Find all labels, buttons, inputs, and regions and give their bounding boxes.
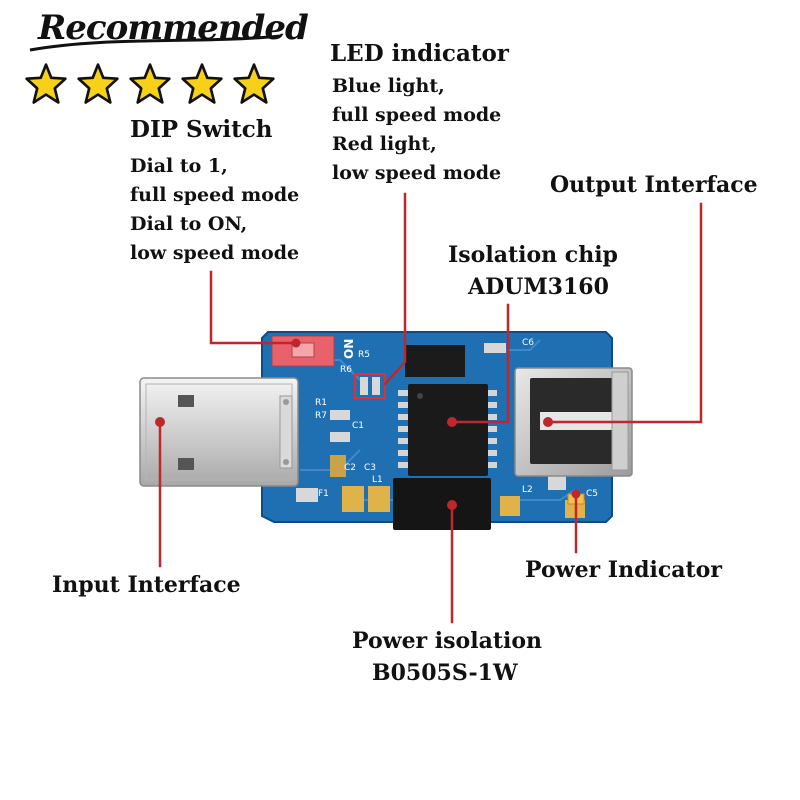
svg-text:L1: L1 xyxy=(372,475,383,485)
usb-a-plug xyxy=(139,377,299,487)
pointer-lines xyxy=(158,192,703,624)
output-interface-label: Output Interface xyxy=(550,172,758,198)
led-line: low speed mode xyxy=(332,162,502,184)
pointer-dip-switch xyxy=(209,270,298,345)
led-line: full speed mode xyxy=(332,104,502,126)
pointer-output-interface xyxy=(546,202,703,424)
svg-text:C5: C5 xyxy=(586,489,598,499)
power-isolation-part: B0505S-1W xyxy=(372,660,518,686)
svg-text:C1: C1 xyxy=(352,421,364,431)
dip-line: Dial to 1, xyxy=(130,155,228,177)
led-line: Blue light, xyxy=(332,75,445,97)
star-icon xyxy=(233,63,275,104)
pointer-led-indicator xyxy=(383,192,407,386)
led-indicator xyxy=(354,373,386,399)
power-isolation-module xyxy=(393,478,491,530)
svg-text:R6: R6 xyxy=(340,365,352,375)
svg-text:F1: F1 xyxy=(318,489,329,499)
isolation-chip-title: Isolation chip xyxy=(448,242,618,268)
star-icon xyxy=(129,63,171,104)
badge-underline xyxy=(29,34,281,52)
led-line: Red light, xyxy=(332,133,437,155)
led-indicator-title: LED indicator xyxy=(330,40,509,67)
star-icon xyxy=(77,63,119,104)
power-isolation-title: Power isolation xyxy=(352,628,543,654)
pointer-dots xyxy=(155,338,581,510)
dip-switch-description: Dial to 1, full speed mode Dial to ON, l… xyxy=(130,152,299,268)
led-indicator-description: Blue light, full speed mode Red light, l… xyxy=(332,72,501,188)
input-interface-label: Input Interface xyxy=(52,572,241,598)
svg-text:C6: C6 xyxy=(522,338,534,348)
star-icon xyxy=(25,63,67,104)
svg-text:C3: C3 xyxy=(364,463,376,473)
star-icon xyxy=(181,63,223,104)
dip-switch-text: ON xyxy=(342,339,356,359)
svg-text:R1: R1 xyxy=(315,398,327,408)
svg-text:C2: C2 xyxy=(344,463,356,473)
badge-text: Recommended xyxy=(38,8,309,48)
svg-text:L2: L2 xyxy=(522,485,533,495)
svg-text:R7: R7 xyxy=(315,411,327,421)
smd-components xyxy=(296,343,585,518)
dip-line: Dial to ON, xyxy=(130,213,248,235)
pointer-isolation-chip xyxy=(450,303,510,424)
dip-line: full speed mode xyxy=(130,184,300,206)
svg-text:R5: R5 xyxy=(358,350,370,360)
power-indicator-label: Power Indicator xyxy=(525,557,722,583)
isolation-chip xyxy=(398,384,497,476)
dip-line: low speed mode xyxy=(130,242,300,264)
dip-switch-title: DIP Switch xyxy=(130,116,273,143)
recommended-badge: Recommended xyxy=(18,6,309,116)
isolation-chip-part: ADUM3160 xyxy=(468,274,609,300)
